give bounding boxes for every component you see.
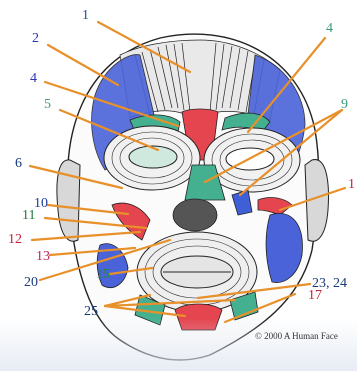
label-15: 15 [96,268,110,282]
label-6: 6 [15,157,22,171]
label-4-right: 4 [326,22,333,36]
label-11: 11 [22,209,35,223]
copyright-credit: © 2000 A Human Face [255,331,338,341]
label-9: 9 [341,98,348,112]
nose-tip [173,199,217,231]
label-1: 1 [82,9,89,23]
label-12: 12 [8,233,22,247]
bottom-shading [0,318,357,371]
label-20: 20 [24,276,38,290]
label-4-left: 4 [30,72,37,86]
label-18: 1 [348,178,355,192]
label-25: 25 [84,305,98,319]
orbicularis-oculi-left [104,126,200,190]
label-10: 10 [34,197,48,211]
left-ear [57,160,80,241]
label-2: 2 [32,32,39,46]
label-23-24: 23, 24 [312,277,347,291]
label-17: 17 [308,289,322,303]
label-5: 5 [44,98,51,112]
label-13: 13 [36,250,50,264]
